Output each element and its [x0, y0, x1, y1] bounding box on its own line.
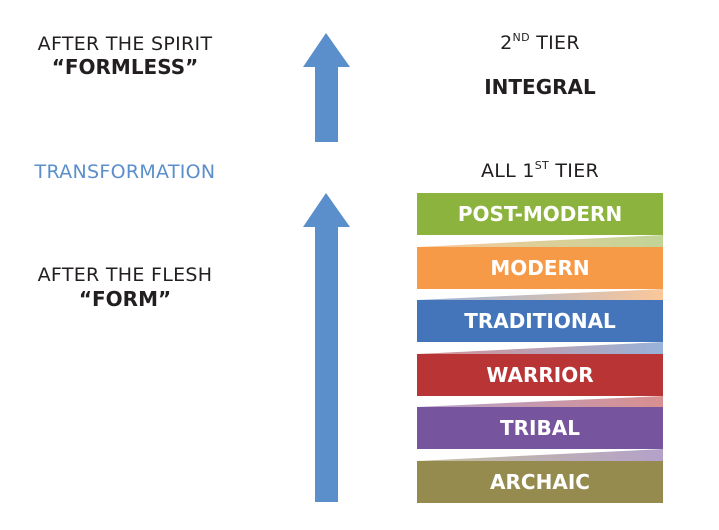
- formless-label: “FORMLESS”: [51, 55, 199, 79]
- upper-arrow-icon: [303, 33, 350, 142]
- stage-connector: [417, 235, 663, 247]
- stage-connector: [417, 289, 663, 300]
- form-label: “FORM”: [78, 287, 172, 311]
- after-the-flesh-label: AFTER THE FLESH: [37, 264, 213, 286]
- stage-connector: [417, 396, 663, 407]
- stage-bar-modern: MODERN: [417, 247, 663, 289]
- stage-connector: [417, 449, 663, 461]
- stage-bar-archaic: ARCHAIC: [417, 461, 663, 503]
- stage-connector: [417, 342, 663, 354]
- first-tier-label: ALL 1ST TIER: [480, 159, 600, 182]
- after-the-spirit-label: AFTER THE SPIRIT: [37, 33, 213, 55]
- stage-bar-traditional: TRADITIONAL: [417, 300, 663, 342]
- integral-label: INTEGRAL: [484, 75, 596, 99]
- lower-arrow-icon: [303, 193, 350, 502]
- second-tier-label: 2ND TIER: [500, 31, 580, 54]
- stage-bar-tribal: TRIBAL: [417, 407, 663, 449]
- stage-bar-warrior: WARRIOR: [417, 354, 663, 396]
- stage-bar-post-modern: POST-MODERN: [417, 193, 663, 235]
- transformation-label: TRANSFORMATION: [34, 161, 216, 183]
